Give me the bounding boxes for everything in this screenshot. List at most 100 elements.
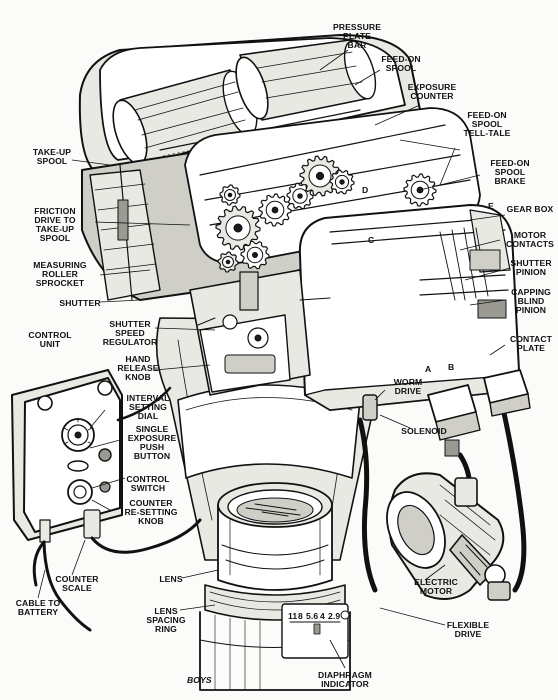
- label-line: CAPPING: [511, 287, 551, 297]
- control-unit-box: [11, 369, 123, 543]
- label-line: KNOB: [125, 372, 151, 382]
- gear-axle: [271, 206, 279, 214]
- label-line: RING: [155, 624, 177, 634]
- label-line: MOTOR: [514, 230, 547, 240]
- label-line: KNOB: [138, 516, 164, 526]
- label-line: MOTOR: [420, 586, 453, 596]
- label-line: BUTTON: [134, 451, 170, 461]
- gear: [258, 193, 292, 227]
- gear: [240, 240, 270, 270]
- label-solenoid: SOLENOID: [401, 426, 447, 436]
- label-line: COUNTER: [129, 498, 173, 508]
- letter-e: E: [488, 201, 494, 211]
- gear-axle: [339, 179, 345, 185]
- label-line: PUSH: [140, 442, 164, 452]
- label-line: SWITCH: [131, 483, 166, 493]
- lens-assembly: [199, 482, 351, 691]
- label-line: PLATE: [343, 31, 371, 41]
- label-line: SINGLE: [136, 424, 169, 434]
- label-line: SPROCKET: [36, 278, 85, 288]
- film-magazine: [78, 34, 421, 176]
- plugs: [427, 369, 531, 457]
- label-line: BLIND: [518, 296, 545, 306]
- label-line: ROLLER: [42, 269, 79, 279]
- scale-mark-4: 4: [320, 611, 325, 621]
- gear: [329, 169, 355, 195]
- gear-axle: [252, 252, 258, 258]
- label-line: FEED-ON: [381, 54, 420, 64]
- label-line: DIAL: [138, 411, 158, 421]
- label-line: SHUTTER: [59, 298, 101, 308]
- gear-axle: [297, 193, 303, 199]
- label-line: SPOOL: [40, 233, 71, 243]
- scale-mark-2: 8: [298, 611, 303, 621]
- letter-a: A: [425, 364, 431, 374]
- label-line: RELEASE: [117, 363, 158, 373]
- label-line: SHUTTER: [510, 258, 552, 268]
- gear-axle: [225, 259, 231, 265]
- label-line: SHUTTER: [109, 319, 151, 329]
- gear: [215, 205, 261, 251]
- label-line: GEAR BOX: [507, 204, 554, 214]
- label-line: REGULATOR: [103, 337, 158, 347]
- label-line: HAND: [125, 354, 150, 364]
- label-line: CONTACTS: [506, 239, 554, 249]
- label-line: PRESSURE: [333, 22, 381, 32]
- shutter-regulator-bracket: [189, 269, 331, 396]
- gear-axle: [233, 223, 243, 233]
- label-line: COUNTER: [55, 574, 99, 584]
- label-gear-box: GEAR BOX: [507, 204, 554, 214]
- label-line: UNIT: [40, 339, 61, 349]
- label-line: TAKE-UP: [36, 224, 74, 234]
- label-line: SPEED: [115, 328, 145, 338]
- label-line: SPOOL: [37, 156, 68, 166]
- label-line: SPACING: [146, 615, 185, 625]
- label-line: CONTROL: [126, 474, 169, 484]
- label-line: FEED-ON: [467, 110, 506, 120]
- label-line: SETTING: [129, 402, 167, 412]
- label-line: DRIVE TO: [34, 215, 75, 225]
- letter-b: B: [448, 362, 454, 372]
- electric-motor-unit: [386, 472, 511, 601]
- gear: [299, 155, 341, 197]
- label-line: BATTERY: [18, 607, 58, 617]
- gear-axle: [315, 171, 325, 181]
- label-line: EXPOSURE: [128, 433, 177, 443]
- label-lens: LENS: [159, 574, 182, 584]
- scale-mark-3: 5.6: [306, 611, 318, 621]
- artist-signature: BOYS: [187, 675, 212, 685]
- label-line: EXPOSURE: [408, 82, 457, 92]
- label-line: PINION: [516, 305, 546, 315]
- gear: [217, 251, 239, 273]
- label-line: DRIVE: [395, 386, 422, 396]
- letter-d: D: [362, 185, 368, 195]
- label-line: RE-SETTING: [124, 507, 177, 517]
- label-line: TELL-TALE: [463, 128, 510, 138]
- gear-box-housing: [298, 204, 521, 411]
- cables: [32, 386, 527, 632]
- label-line: LENS: [154, 606, 177, 616]
- diaphragm-scale: 11 8 5.6 4 2.9: [288, 611, 340, 621]
